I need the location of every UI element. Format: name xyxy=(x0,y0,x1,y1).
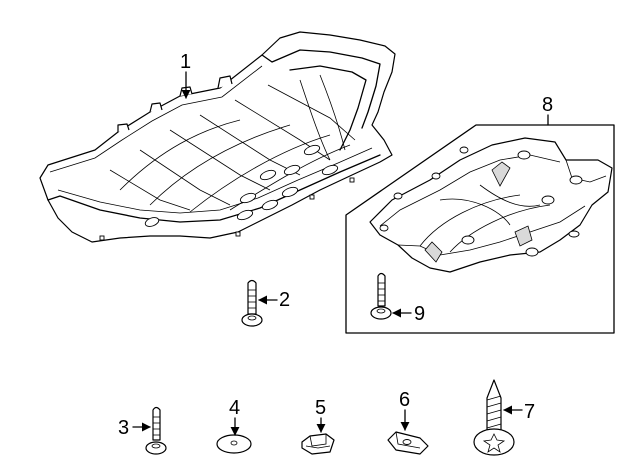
callout-8-label: 8 xyxy=(542,94,553,116)
callout-7: 7 xyxy=(503,401,535,423)
callout-6-label: 6 xyxy=(399,389,410,411)
callout-7-label: 7 xyxy=(524,401,535,423)
screw-7 xyxy=(473,379,515,456)
shield-top-edge-inner xyxy=(49,65,263,173)
shield-holes xyxy=(99,144,355,241)
callout-5: 5 xyxy=(315,397,326,433)
callout-1-label: 1 xyxy=(180,51,191,73)
callout-2: 2 xyxy=(258,289,290,311)
washer-4 xyxy=(216,434,252,454)
inset-box-frame xyxy=(345,124,615,334)
engine-skid-plate xyxy=(369,137,613,273)
shield-rear-ridge-inner xyxy=(289,65,367,151)
callout-4: 4 xyxy=(229,397,240,436)
skid-plate-outline xyxy=(369,137,613,273)
callout-3: 3 xyxy=(118,417,151,439)
under-cover-shield xyxy=(39,31,396,243)
callout-5-label: 5 xyxy=(315,397,326,419)
shield-front-lip xyxy=(47,154,381,223)
callout-8: 8 xyxy=(542,94,553,126)
callout-9: 9 xyxy=(392,303,425,325)
callout-6: 6 xyxy=(399,389,410,431)
bolt-3 xyxy=(145,406,167,455)
bolt-2 xyxy=(241,279,263,327)
bracket-nut-6 xyxy=(387,431,429,455)
bolt-9 xyxy=(370,272,392,320)
clip-5 xyxy=(301,433,335,455)
callout-1: 1 xyxy=(180,51,191,99)
callout-2-label: 2 xyxy=(279,289,290,311)
inset-box xyxy=(345,124,615,334)
shield-rear-ridge xyxy=(261,49,381,129)
callout-9-label: 9 xyxy=(414,303,425,325)
callout-4-label: 4 xyxy=(229,397,240,419)
callout-3-label: 3 xyxy=(118,417,129,439)
shield-outline xyxy=(39,31,396,243)
